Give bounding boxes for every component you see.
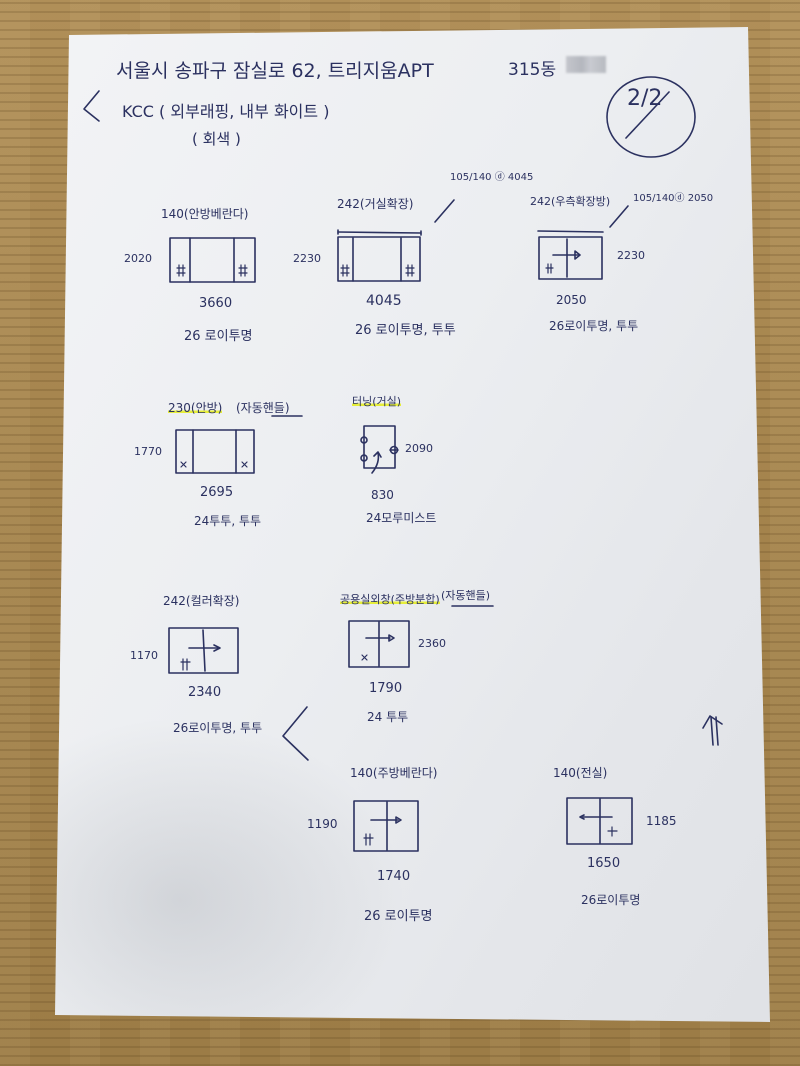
window-2-label: 242(거실확장): [337, 197, 414, 211]
window-2-glass: 26 로이투명, 투투: [355, 323, 456, 338]
window-7-glass: 24 투투: [367, 710, 409, 724]
window-7-height: 2360: [418, 637, 446, 650]
window-3-height: 2230: [617, 249, 645, 262]
color-note: ( 회색 ): [192, 130, 241, 148]
window-6-label: 242(컬러확장): [163, 594, 240, 608]
window-5-width: 830: [371, 488, 394, 502]
window-1-label: 140(안방베란다): [161, 207, 249, 221]
window-3-glass: 26로이투명, 투투: [549, 319, 639, 333]
window-8-width: 1740: [377, 869, 411, 884]
page-marker: 2/2: [627, 86, 663, 111]
window-8-height: 1190: [307, 817, 338, 831]
window-2-height: 2230: [293, 252, 321, 265]
building-number: 315동: [508, 60, 557, 80]
window-1-height: 2020: [124, 252, 152, 265]
window-4-height: 1770: [134, 445, 162, 458]
window-7-label: 공용실외창(주방분합): [340, 593, 440, 606]
window-3-top-note: 105/140ⓓ 2050: [633, 193, 714, 204]
redacted-unit: [566, 56, 606, 73]
window-4-glass: 24투투, 투투: [194, 514, 262, 528]
window-5-glass: 24모루미스트: [366, 511, 437, 525]
brand-line: KCC ( 외부래핑, 내부 화이트 ): [122, 102, 330, 121]
window-6-glass: 26로이투명, 투투: [173, 721, 263, 735]
window-8-glass: 26 로이투명: [364, 909, 433, 924]
window-4-label: 230(안방): [168, 401, 223, 415]
window-6-width: 2340: [188, 685, 222, 700]
window-7-label-extra: (자동핸들): [441, 589, 491, 602]
window-7-width: 1790: [369, 681, 403, 696]
window-2-width: 4045: [366, 293, 402, 309]
window-4-width: 2695: [200, 485, 234, 500]
window-3-width: 2050: [556, 293, 587, 307]
window-1-width: 3660: [199, 296, 233, 311]
window-9-label: 140(전실): [553, 766, 608, 780]
window-5-height: 2090: [405, 442, 433, 455]
window-5-label: 터닝(거실): [352, 395, 402, 408]
window-1-glass: 26 로이투명: [184, 329, 253, 344]
window-9-height: 1185: [646, 814, 677, 828]
window-6-height: 1170: [130, 649, 158, 662]
window-8-label: 140(주방베란다): [350, 766, 438, 780]
address-line: 서울시 송파구 잠실로 62, 트리지움APT: [116, 60, 434, 82]
window-9-width: 1650: [587, 856, 621, 871]
window-9-glass: 26로이투명: [581, 893, 641, 907]
window-3-label: 242(우측확장방): [530, 195, 611, 208]
window-2-top-note: 105/140 ⓓ 4045: [450, 172, 534, 183]
window-4-label-extra: (자동핸들): [236, 401, 290, 415]
